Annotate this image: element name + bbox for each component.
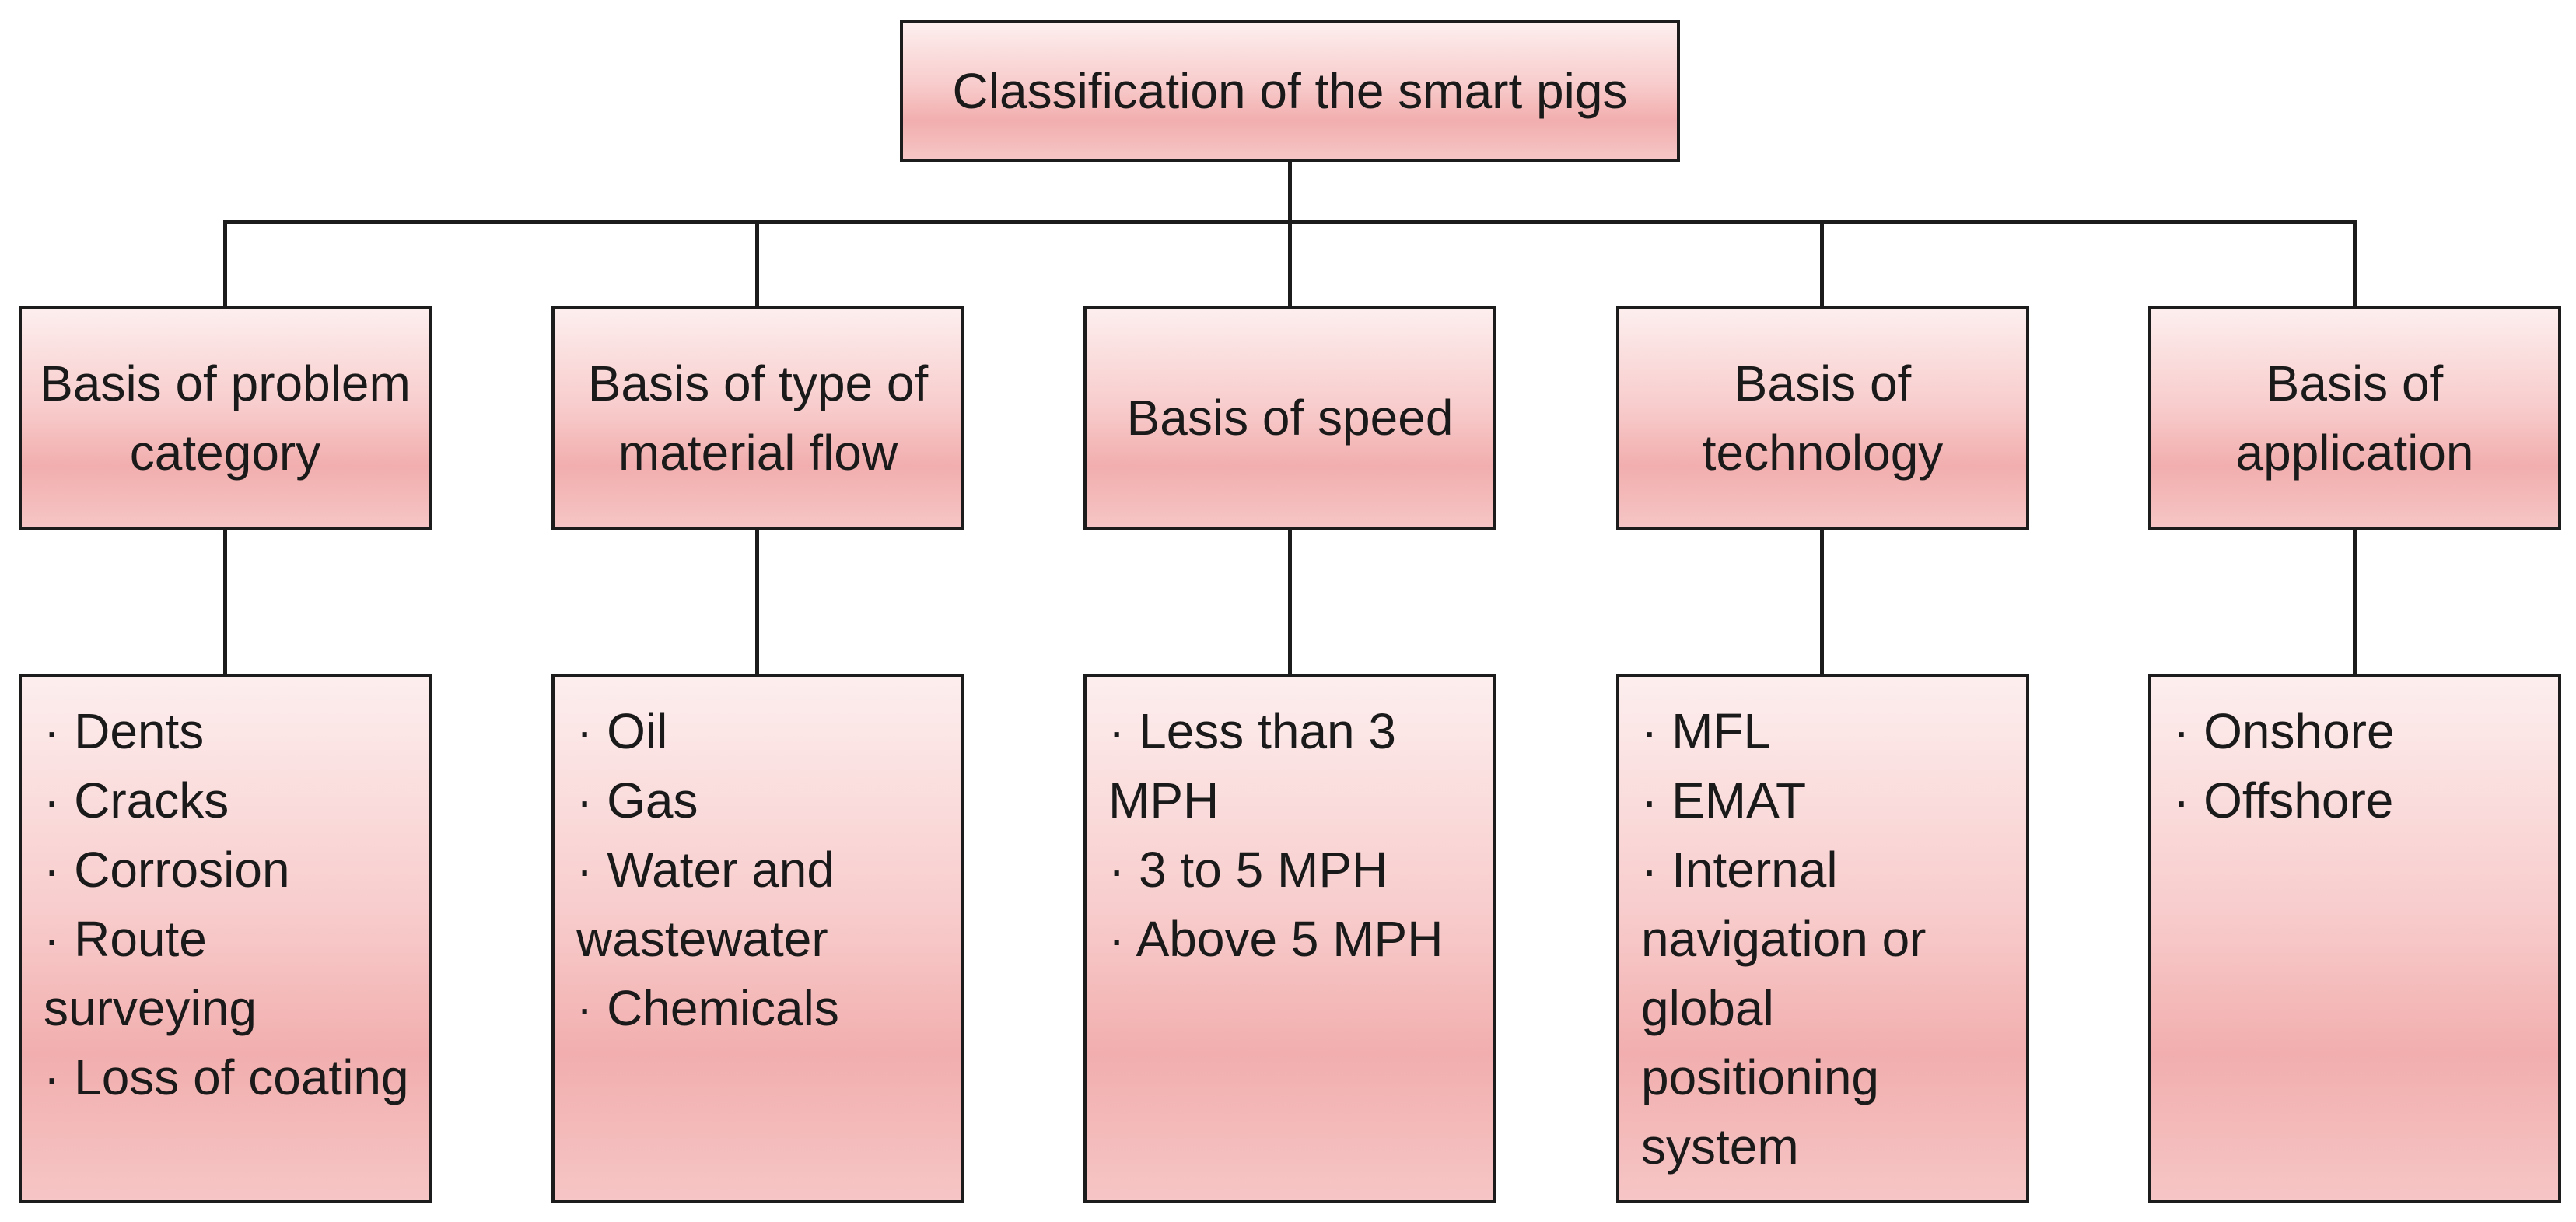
connector-leaf-2 [755, 527, 759, 677]
leaf-list-problem: · Dents · Cracks · Corrosion · Route sur… [44, 697, 410, 1112]
list-item: · Less than 3 MPH [1108, 703, 1396, 828]
leaf-list-speed: · Less than 3 MPH · 3 to 5 MPH · Above 5… [1108, 697, 1475, 974]
category-label-problem: Basis of problem category [40, 355, 411, 481]
connector-category-1 [223, 220, 227, 309]
category-node-problem: Basis of problem category [19, 306, 432, 530]
connector-root-stem [1288, 159, 1292, 224]
connector-category-4 [1820, 220, 1824, 309]
list-item: · Corrosion [44, 842, 290, 898]
leaf-node-problem: · Dents · Cracks · Corrosion · Route sur… [19, 674, 432, 1203]
leaf-node-application: · Onshore · Offshore [2148, 674, 2561, 1203]
leaf-list-application: · Onshore · Offshore [2173, 697, 2539, 835]
list-item: · Internal navigation or global position… [1641, 842, 1927, 1175]
leaf-node-technology: · MFL · EMAT · Internal navigation or gl… [1616, 674, 2029, 1203]
list-item: · Loss of coating [44, 1049, 409, 1105]
connector-category-2 [755, 220, 759, 309]
category-label-technology: Basis of technology [1702, 355, 1944, 481]
category-label-material-flow: Basis of type of material flow [587, 355, 929, 481]
list-item: · EMAT [1641, 772, 1807, 828]
connector-category-3 [1288, 220, 1292, 309]
category-node-speed: Basis of speed [1083, 306, 1496, 530]
list-item: · Chemicals [576, 980, 839, 1036]
leaf-list-material-flow: · Oil · Gas · Water and wastewater · Che… [576, 697, 943, 1043]
category-label-speed: Basis of speed [1126, 390, 1454, 446]
list-item: · Cracks [44, 772, 229, 828]
connector-leaf-5 [2353, 527, 2357, 677]
category-node-material-flow: Basis of type of material flow [551, 306, 964, 530]
category-label-application: Basis of application [2235, 355, 2474, 481]
root-node: Classification of the smart pigs [900, 20, 1680, 162]
list-item: · Oil [576, 703, 668, 759]
leaf-node-speed: · Less than 3 MPH · 3 to 5 MPH · Above 5… [1083, 674, 1496, 1203]
list-item: · MFL [1641, 703, 1772, 759]
category-node-technology: Basis of technology [1616, 306, 2029, 530]
list-item: · 3 to 5 MPH [1108, 842, 1388, 898]
leaf-node-material-flow: · Oil · Gas · Water and wastewater · Che… [551, 674, 964, 1203]
list-item: · Route surveying [44, 911, 257, 1036]
connector-leaf-1 [223, 527, 227, 677]
list-item: · Onshore [2173, 703, 2395, 759]
list-item: · Above 5 MPH [1108, 911, 1444, 967]
list-item: · Gas [576, 772, 698, 828]
connector-leaf-3 [1288, 527, 1292, 677]
connector-leaf-4 [1820, 527, 1824, 677]
list-item: · Water and wastewater [576, 842, 835, 967]
list-item: · Dents [44, 703, 205, 759]
root-node-label: Classification of the smart pigs [952, 63, 1628, 119]
leaf-list-technology: · MFL · EMAT · Internal navigation or gl… [1641, 697, 2007, 1182]
connector-category-5 [2353, 220, 2357, 309]
category-node-application: Basis of application [2148, 306, 2561, 530]
list-item: · Offshore [2173, 772, 2394, 828]
